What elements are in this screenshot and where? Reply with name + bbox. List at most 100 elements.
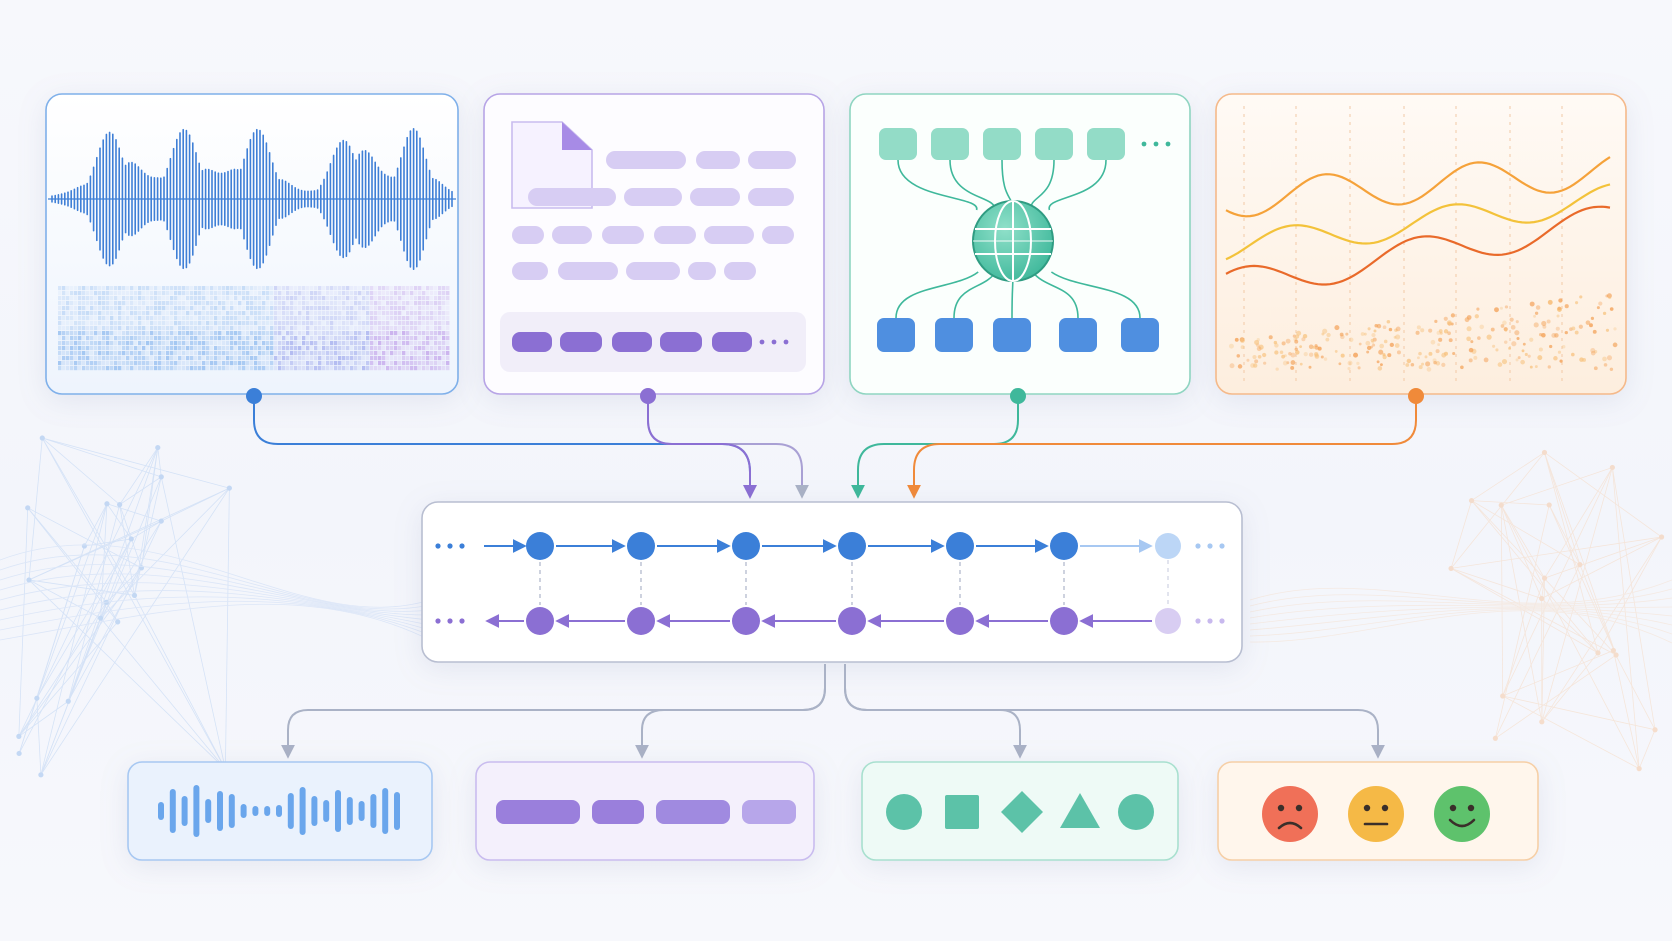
- spectrogram-cell: [266, 356, 270, 361]
- spectrogram-cell: [438, 311, 442, 316]
- spectrogram-cell: [86, 351, 90, 356]
- network-node: [1652, 727, 1658, 733]
- spectrogram-cell: [254, 351, 258, 356]
- spectrogram-cell: [370, 351, 374, 356]
- network-edge: [1471, 500, 1581, 565]
- spectrogram-cell: [118, 296, 122, 301]
- network-node: [1577, 562, 1583, 568]
- spectrogram-cell: [322, 291, 326, 296]
- time-scatter-dot: [1541, 332, 1546, 338]
- spectrogram-cell: [378, 316, 382, 321]
- spectrogram-cell: [110, 351, 114, 356]
- network-edge: [1541, 578, 1545, 599]
- time-scatter-dot: [1425, 361, 1431, 367]
- spectrogram-cell: [314, 356, 318, 361]
- spectrogram-cell: [78, 356, 82, 361]
- circle-shape-icon: [886, 794, 922, 830]
- spectrogram-cell: [266, 331, 270, 336]
- spectrogram-cell: [158, 326, 162, 331]
- spectrogram-cell: [398, 321, 402, 326]
- spectrogram-cell: [98, 331, 102, 336]
- spectrogram-cell: [66, 361, 70, 366]
- spectrogram-cell: [198, 311, 202, 316]
- network-node: [16, 733, 22, 739]
- spectrogram-cell: [58, 341, 62, 346]
- network-edge: [36, 503, 108, 699]
- spectrogram-cell: [338, 316, 342, 321]
- network-edge: [41, 437, 135, 596]
- spectrogram-cell: [434, 291, 438, 296]
- spectrogram-cell: [338, 336, 342, 341]
- time-scatter-dot: [1295, 350, 1300, 355]
- spectrogram-cell: [254, 366, 258, 371]
- spectrogram-cell: [374, 331, 378, 336]
- spectrogram-cell: [342, 326, 346, 331]
- spectrogram-cell: [62, 291, 66, 296]
- spectrogram-cell: [222, 286, 226, 291]
- text-token-pill: [626, 262, 680, 280]
- spectrogram-cell: [306, 341, 310, 346]
- spectrogram-cell: [62, 361, 66, 366]
- spectrogram-cell: [302, 286, 306, 291]
- spectrogram-cell: [206, 331, 210, 336]
- time-scatter-dot: [1497, 362, 1503, 367]
- spectrogram-cell: [214, 351, 218, 356]
- time-scatter-dot: [1268, 335, 1273, 340]
- time-scatter-dot: [1410, 362, 1415, 367]
- spectrogram-cell: [366, 341, 370, 346]
- spectrogram-cell: [446, 306, 450, 311]
- spectrogram-cell: [118, 286, 122, 291]
- spectrogram-cell: [222, 306, 226, 311]
- graph-node: [931, 128, 969, 160]
- text-token-pill: [624, 188, 682, 206]
- spectrogram-cell: [190, 286, 194, 291]
- spectrogram-cell: [66, 331, 70, 336]
- spectrogram-cell: [270, 336, 274, 341]
- spectrogram-cell: [314, 301, 318, 306]
- spectrogram-cell: [210, 356, 214, 361]
- spectrogram-cell: [422, 291, 426, 296]
- spectrogram-cell: [322, 361, 326, 366]
- spectrogram-cell: [306, 311, 310, 316]
- spectrogram-cell: [226, 366, 230, 371]
- spectrogram-cell: [398, 306, 402, 311]
- spectrogram-cell: [194, 306, 198, 311]
- spectrogram-cell: [210, 331, 214, 336]
- spectrogram-cell: [374, 316, 378, 321]
- time-scatter-dot: [1443, 351, 1448, 356]
- spectrogram-cell: [122, 316, 126, 321]
- time-scatter-dot: [1571, 352, 1575, 357]
- network-edge: [1544, 452, 1599, 653]
- spectrogram-cell: [318, 306, 322, 311]
- spectrogram-cell: [226, 356, 230, 361]
- spectrogram-cell: [78, 296, 82, 301]
- spectrogram-cell: [162, 316, 166, 321]
- spectrogram-cell: [170, 356, 174, 361]
- spectrogram-cell: [238, 336, 242, 341]
- spectrogram-cell: [258, 331, 262, 336]
- network-node: [1500, 693, 1506, 699]
- spectrogram-cell: [330, 346, 334, 351]
- audio-output-bar: [193, 785, 200, 837]
- spectrogram-cell: [154, 286, 158, 291]
- spectrogram-cell: [278, 331, 282, 336]
- network-node: [1610, 647, 1616, 654]
- spectrogram-cell: [230, 366, 234, 371]
- spectrogram-cell: [426, 301, 430, 306]
- time-scatter-dot: [1596, 306, 1600, 310]
- spectrogram-cell: [166, 296, 170, 301]
- time-scatter-dot: [1379, 363, 1383, 367]
- spectrogram-cell: [118, 331, 122, 336]
- time-scatter-dot: [1535, 305, 1541, 310]
- spectrogram-cell: [278, 361, 282, 366]
- spectrogram-cell: [166, 341, 170, 346]
- spectrogram-cell: [382, 361, 386, 366]
- spectrogram-cell: [166, 311, 170, 316]
- spectrogram-cell: [310, 321, 314, 326]
- spectrogram-cell: [442, 366, 446, 371]
- spectrogram-cell: [406, 301, 410, 306]
- time-scatter-dot: [1500, 324, 1505, 328]
- time-scatter-dot: [1441, 362, 1446, 367]
- spectrogram-cell: [294, 361, 298, 366]
- spectrogram-cell: [102, 311, 106, 316]
